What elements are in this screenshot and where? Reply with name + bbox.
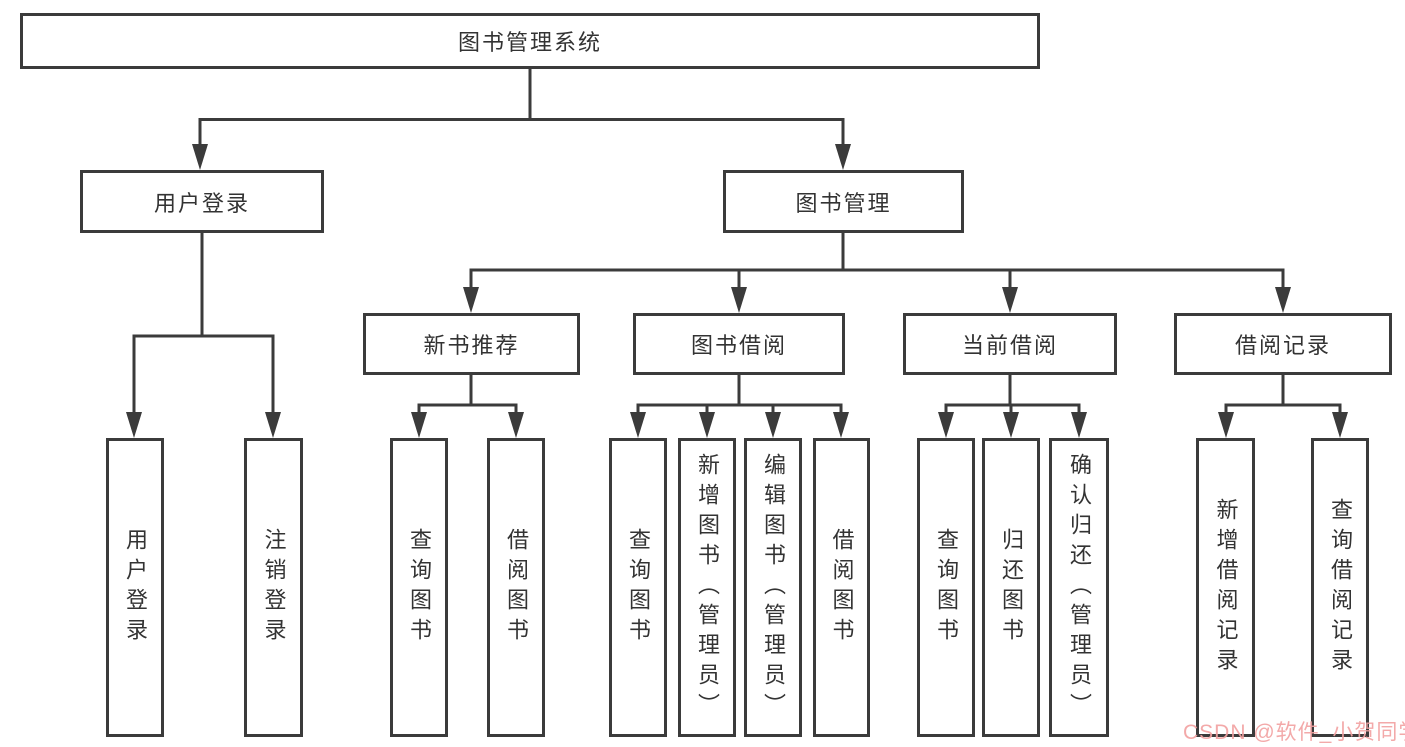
leaf-confirm-return-admin: 确认归还（管理员） xyxy=(1049,438,1109,737)
leaf-query-books-recommendation: 查询图书 xyxy=(390,438,448,737)
arrow-head xyxy=(1275,287,1291,313)
node-book-management-label: 图书管理 xyxy=(795,190,892,216)
leaf-user-login-label: 用户登录 xyxy=(123,527,148,648)
node-current-borrowing-label: 当前借阅 xyxy=(961,333,1058,358)
leaf-edit-books-admin: 编辑图书（管理员） xyxy=(744,438,802,737)
leaf-add-borrow-record-label: 新增借阅记录 xyxy=(1213,497,1239,678)
leaf-query-books-current-label: 查询图书 xyxy=(934,527,959,648)
arrow-head xyxy=(1218,412,1234,438)
arrow-head xyxy=(126,412,142,438)
node-borrowing-records-label: 借阅记录 xyxy=(1234,333,1331,358)
arrow-head xyxy=(265,412,281,438)
arrow-head xyxy=(938,412,954,438)
leaf-confirm-return-admin-label: 确认归还（管理员） xyxy=(1067,452,1092,723)
arrow-head xyxy=(1071,412,1087,438)
arrow-head xyxy=(463,287,479,313)
leaf-query-books-recommendation-label: 查询图书 xyxy=(407,527,432,648)
node-borrowing-records: 借阅记录 xyxy=(1174,313,1392,375)
leaf-return-books: 归还图书 xyxy=(982,438,1040,737)
leaf-add-books-admin-label: 新增图书（管理员） xyxy=(695,452,720,723)
arrow-head xyxy=(192,144,208,170)
arrow-head xyxy=(630,412,646,438)
leaf-edit-books-admin-label: 编辑图书（管理员） xyxy=(761,452,786,723)
arrow-head xyxy=(1003,412,1019,438)
node-book-borrowing: 图书借阅 xyxy=(633,313,845,375)
arrow-head xyxy=(835,144,851,170)
leaf-borrow-books: 借阅图书 xyxy=(813,438,870,737)
node-book-borrowing-label: 图书借阅 xyxy=(690,333,787,358)
arrow-head xyxy=(765,412,781,438)
node-book-management: 图书管理 xyxy=(723,170,964,233)
arrow-head xyxy=(833,412,849,438)
arrow-head xyxy=(731,287,747,313)
leaf-query-books-borrowing-label: 查询图书 xyxy=(626,527,651,648)
arrow-head xyxy=(1002,287,1018,313)
arrow-head xyxy=(1332,412,1348,438)
leaf-logout: 注销登录 xyxy=(244,438,303,737)
leaf-query-borrow-record-label: 查询借阅记录 xyxy=(1328,497,1353,678)
node-new-book-recommendation-label: 新书推荐 xyxy=(423,333,520,358)
arrow-head xyxy=(699,412,715,438)
leaf-borrow-books-label: 借阅图书 xyxy=(829,527,855,648)
leaf-query-books-current: 查询图书 xyxy=(917,438,975,737)
leaf-add-borrow-record: 新增借阅记录 xyxy=(1196,438,1255,737)
node-user-login-label: 用户登录 xyxy=(153,190,250,216)
leaf-return-books-label: 归还图书 xyxy=(999,527,1024,648)
arrow-head xyxy=(508,412,524,438)
node-current-borrowing: 当前借阅 xyxy=(903,313,1117,375)
node-library-system-label: 图书管理系统 xyxy=(457,30,602,55)
leaf-user-login: 用户登录 xyxy=(106,438,164,737)
arrow-head xyxy=(411,412,427,438)
csdn-watermark: CSDN @软件_小贺同学 xyxy=(1183,721,1405,744)
leaf-logout-label: 注销登录 xyxy=(261,527,287,648)
leaf-query-books-borrowing: 查询图书 xyxy=(609,438,667,737)
node-new-book-recommendation: 新书推荐 xyxy=(363,313,580,375)
leaf-borrow-books-recommendation: 借阅图书 xyxy=(487,438,545,737)
node-library-system: 图书管理系统 xyxy=(20,13,1040,69)
leaf-add-books-admin: 新增图书（管理员） xyxy=(678,438,736,737)
node-user-login: 用户登录 xyxy=(80,170,324,233)
leaf-query-borrow-record: 查询借阅记录 xyxy=(1311,438,1369,737)
leaf-borrow-books-recommendation-label: 借阅图书 xyxy=(504,527,529,648)
